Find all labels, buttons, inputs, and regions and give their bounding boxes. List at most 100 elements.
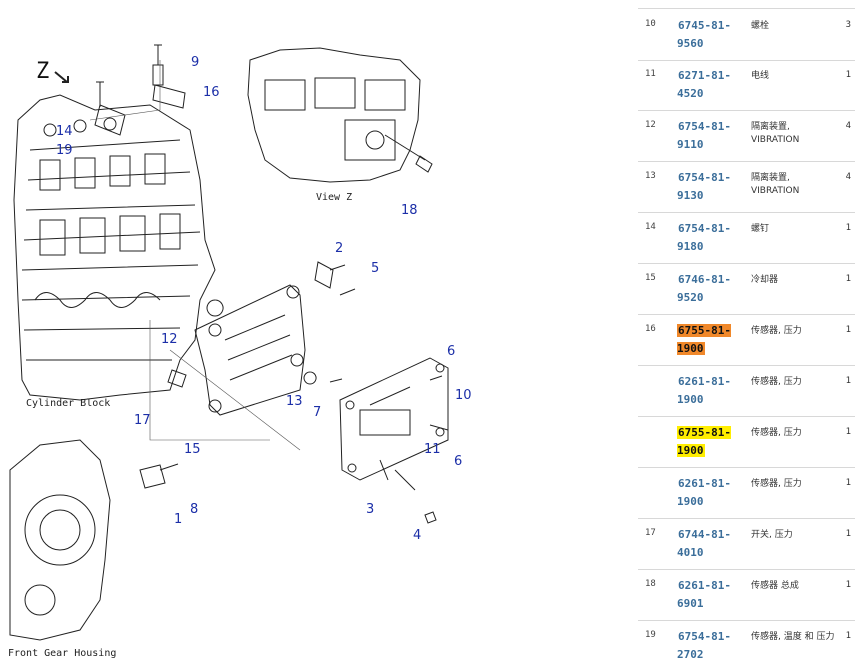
callout-16[interactable]: 16	[203, 85, 220, 100]
part-quantity: 1	[845, 631, 851, 641]
callout-5[interactable]: 5	[371, 261, 379, 276]
part-quantity: 1	[845, 274, 851, 284]
item-number: 17	[645, 528, 656, 538]
part-description: 螺栓	[751, 21, 770, 31]
part-number-link[interactable]: 6755-81-1900	[677, 424, 737, 460]
part-number-text[interactable]: 6754-81-9110	[677, 120, 731, 151]
part-number-text[interactable]: 6261-81-6901	[677, 579, 731, 610]
ecu-module	[339, 357, 449, 481]
item-number: 12	[645, 120, 656, 130]
callout-6b[interactable]: 6	[454, 454, 462, 469]
part-number-link[interactable]: 6261-81-6901	[677, 577, 737, 613]
part-description: 传感器, 压力	[751, 326, 802, 336]
part-number-text[interactable]: 6744-81-4010	[677, 528, 731, 559]
part-number-link[interactable]: 6754-81-9180	[677, 220, 737, 256]
callout-8[interactable]: 8	[190, 502, 198, 517]
view-z-drawing	[247, 47, 433, 183]
parts-row: 16 6755-81-1900 传感器, 压力 1	[638, 314, 855, 366]
cylinder-block-drawing	[13, 94, 216, 401]
front-gear-housing-label: Front Gear Housing	[8, 648, 116, 659]
part-number-link[interactable]: 6261-81-1900	[677, 475, 737, 511]
callout-14[interactable]: 14	[56, 124, 73, 139]
item-number: 19	[645, 630, 656, 640]
part-quantity: 3	[845, 20, 851, 30]
part-quantity: 1	[845, 427, 851, 437]
part-description: 隔离装置, VIBRATION	[751, 122, 800, 145]
parts-row: 14 6754-81-9180 螺钉 1	[638, 212, 855, 264]
item-number: 14	[645, 222, 656, 232]
part-number-link[interactable]: 6746-81-9520	[677, 271, 737, 307]
part-number-text[interactable]: 6261-81-1900	[677, 477, 731, 508]
callout-6a[interactable]: 6	[447, 344, 455, 359]
z-mark: Z	[36, 59, 49, 84]
parts-diagram: Z View Z Cylinder Block Front Gear Housi…	[8, 44, 472, 659]
part-number-link[interactable]: 6261-81-1900	[677, 373, 737, 409]
part-number-link[interactable]: 6755-81-1900	[677, 322, 737, 358]
callout-10[interactable]: 10	[455, 388, 472, 403]
part-quantity: 1	[845, 70, 851, 80]
part-number-text[interactable]: 6746-81-9520	[677, 273, 731, 304]
callout-11[interactable]: 11	[424, 442, 441, 457]
part-quantity: 1	[845, 529, 851, 539]
part-description: 隔离装置, VIBRATION	[751, 173, 800, 196]
part-description: 开关, 压力	[751, 530, 793, 540]
parts-row: 17 6744-81-4010 开关, 压力 1	[638, 518, 855, 570]
callout-4[interactable]: 4	[413, 528, 421, 543]
part-quantity: 1	[845, 376, 851, 386]
callout-1[interactable]: 1	[174, 512, 182, 527]
small-parts	[94, 44, 449, 524]
part-number-text[interactable]: 6755-81-1900	[677, 324, 731, 355]
callout-2[interactable]: 2	[335, 241, 343, 256]
part-number-link[interactable]: 6754-81-9110	[677, 118, 737, 154]
part-number-text[interactable]: 6755-81-1900	[677, 426, 731, 457]
part-quantity: 1	[845, 223, 851, 233]
cooler-plate	[194, 284, 306, 416]
callout-13[interactable]: 13	[286, 394, 303, 409]
item-number: 15	[645, 273, 656, 283]
callout-15[interactable]: 15	[184, 442, 201, 457]
part-description: 传感器, 压力	[751, 377, 802, 387]
callout-12[interactable]: 12	[161, 332, 178, 347]
item-number: 13	[645, 171, 656, 181]
item-number: 18	[645, 579, 656, 589]
callout-18[interactable]: 18	[401, 203, 418, 218]
view-z-label: View Z	[316, 192, 352, 203]
part-number-text[interactable]: 6271-81-4520	[677, 69, 731, 100]
part-quantity: 1	[845, 580, 851, 590]
cylinder-block-label: Cylinder Block	[26, 398, 110, 409]
part-quantity: 1	[845, 478, 851, 488]
callout-3[interactable]: 3	[366, 502, 374, 517]
part-number-link[interactable]: 6745-81-9560	[677, 17, 737, 53]
part-description: 传感器, 压力	[751, 479, 802, 489]
part-number-link[interactable]: 6754-81-2702	[677, 628, 737, 664]
item-number: 16	[645, 324, 656, 334]
callout-19[interactable]: 19	[56, 143, 73, 158]
parts-row: 18 6261-81-6901 传感器 总成 1	[638, 569, 855, 621]
item-number: 10	[645, 19, 656, 29]
part-description: 传感器 总成	[751, 581, 799, 591]
z-arrow-icon	[54, 71, 69, 83]
part-quantity: 4	[845, 121, 851, 131]
part-description: 螺钉	[751, 224, 770, 234]
part-number-text[interactable]: 6754-81-2702	[677, 630, 731, 661]
front-gear-housing-drawing	[9, 439, 111, 641]
part-number-text[interactable]: 6261-81-1900	[677, 375, 731, 406]
part-description: 电线	[751, 71, 770, 81]
callout-9[interactable]: 9	[191, 55, 199, 70]
parts-row: 10 6745-81-9560 螺栓 3	[638, 8, 855, 61]
part-number-link[interactable]: 6271-81-4520	[677, 67, 737, 103]
part-number-link[interactable]: 6744-81-4010	[677, 526, 737, 562]
part-number-link[interactable]: 6754-81-9130	[677, 169, 737, 205]
part-number-text[interactable]: 6745-81-9560	[677, 19, 731, 50]
item-number: 11	[645, 69, 656, 79]
parts-row: 12 6754-81-9110 隔离装置, VIBRATION 4	[638, 110, 855, 162]
callout-7[interactable]: 7	[313, 405, 321, 420]
leader-lines	[89, 60, 301, 451]
part-number-text[interactable]: 6754-81-9180	[677, 222, 731, 253]
part-number-text[interactable]: 6754-81-9130	[677, 171, 731, 202]
callout-17[interactable]: 17	[134, 413, 151, 428]
part-quantity: 1	[845, 325, 851, 335]
